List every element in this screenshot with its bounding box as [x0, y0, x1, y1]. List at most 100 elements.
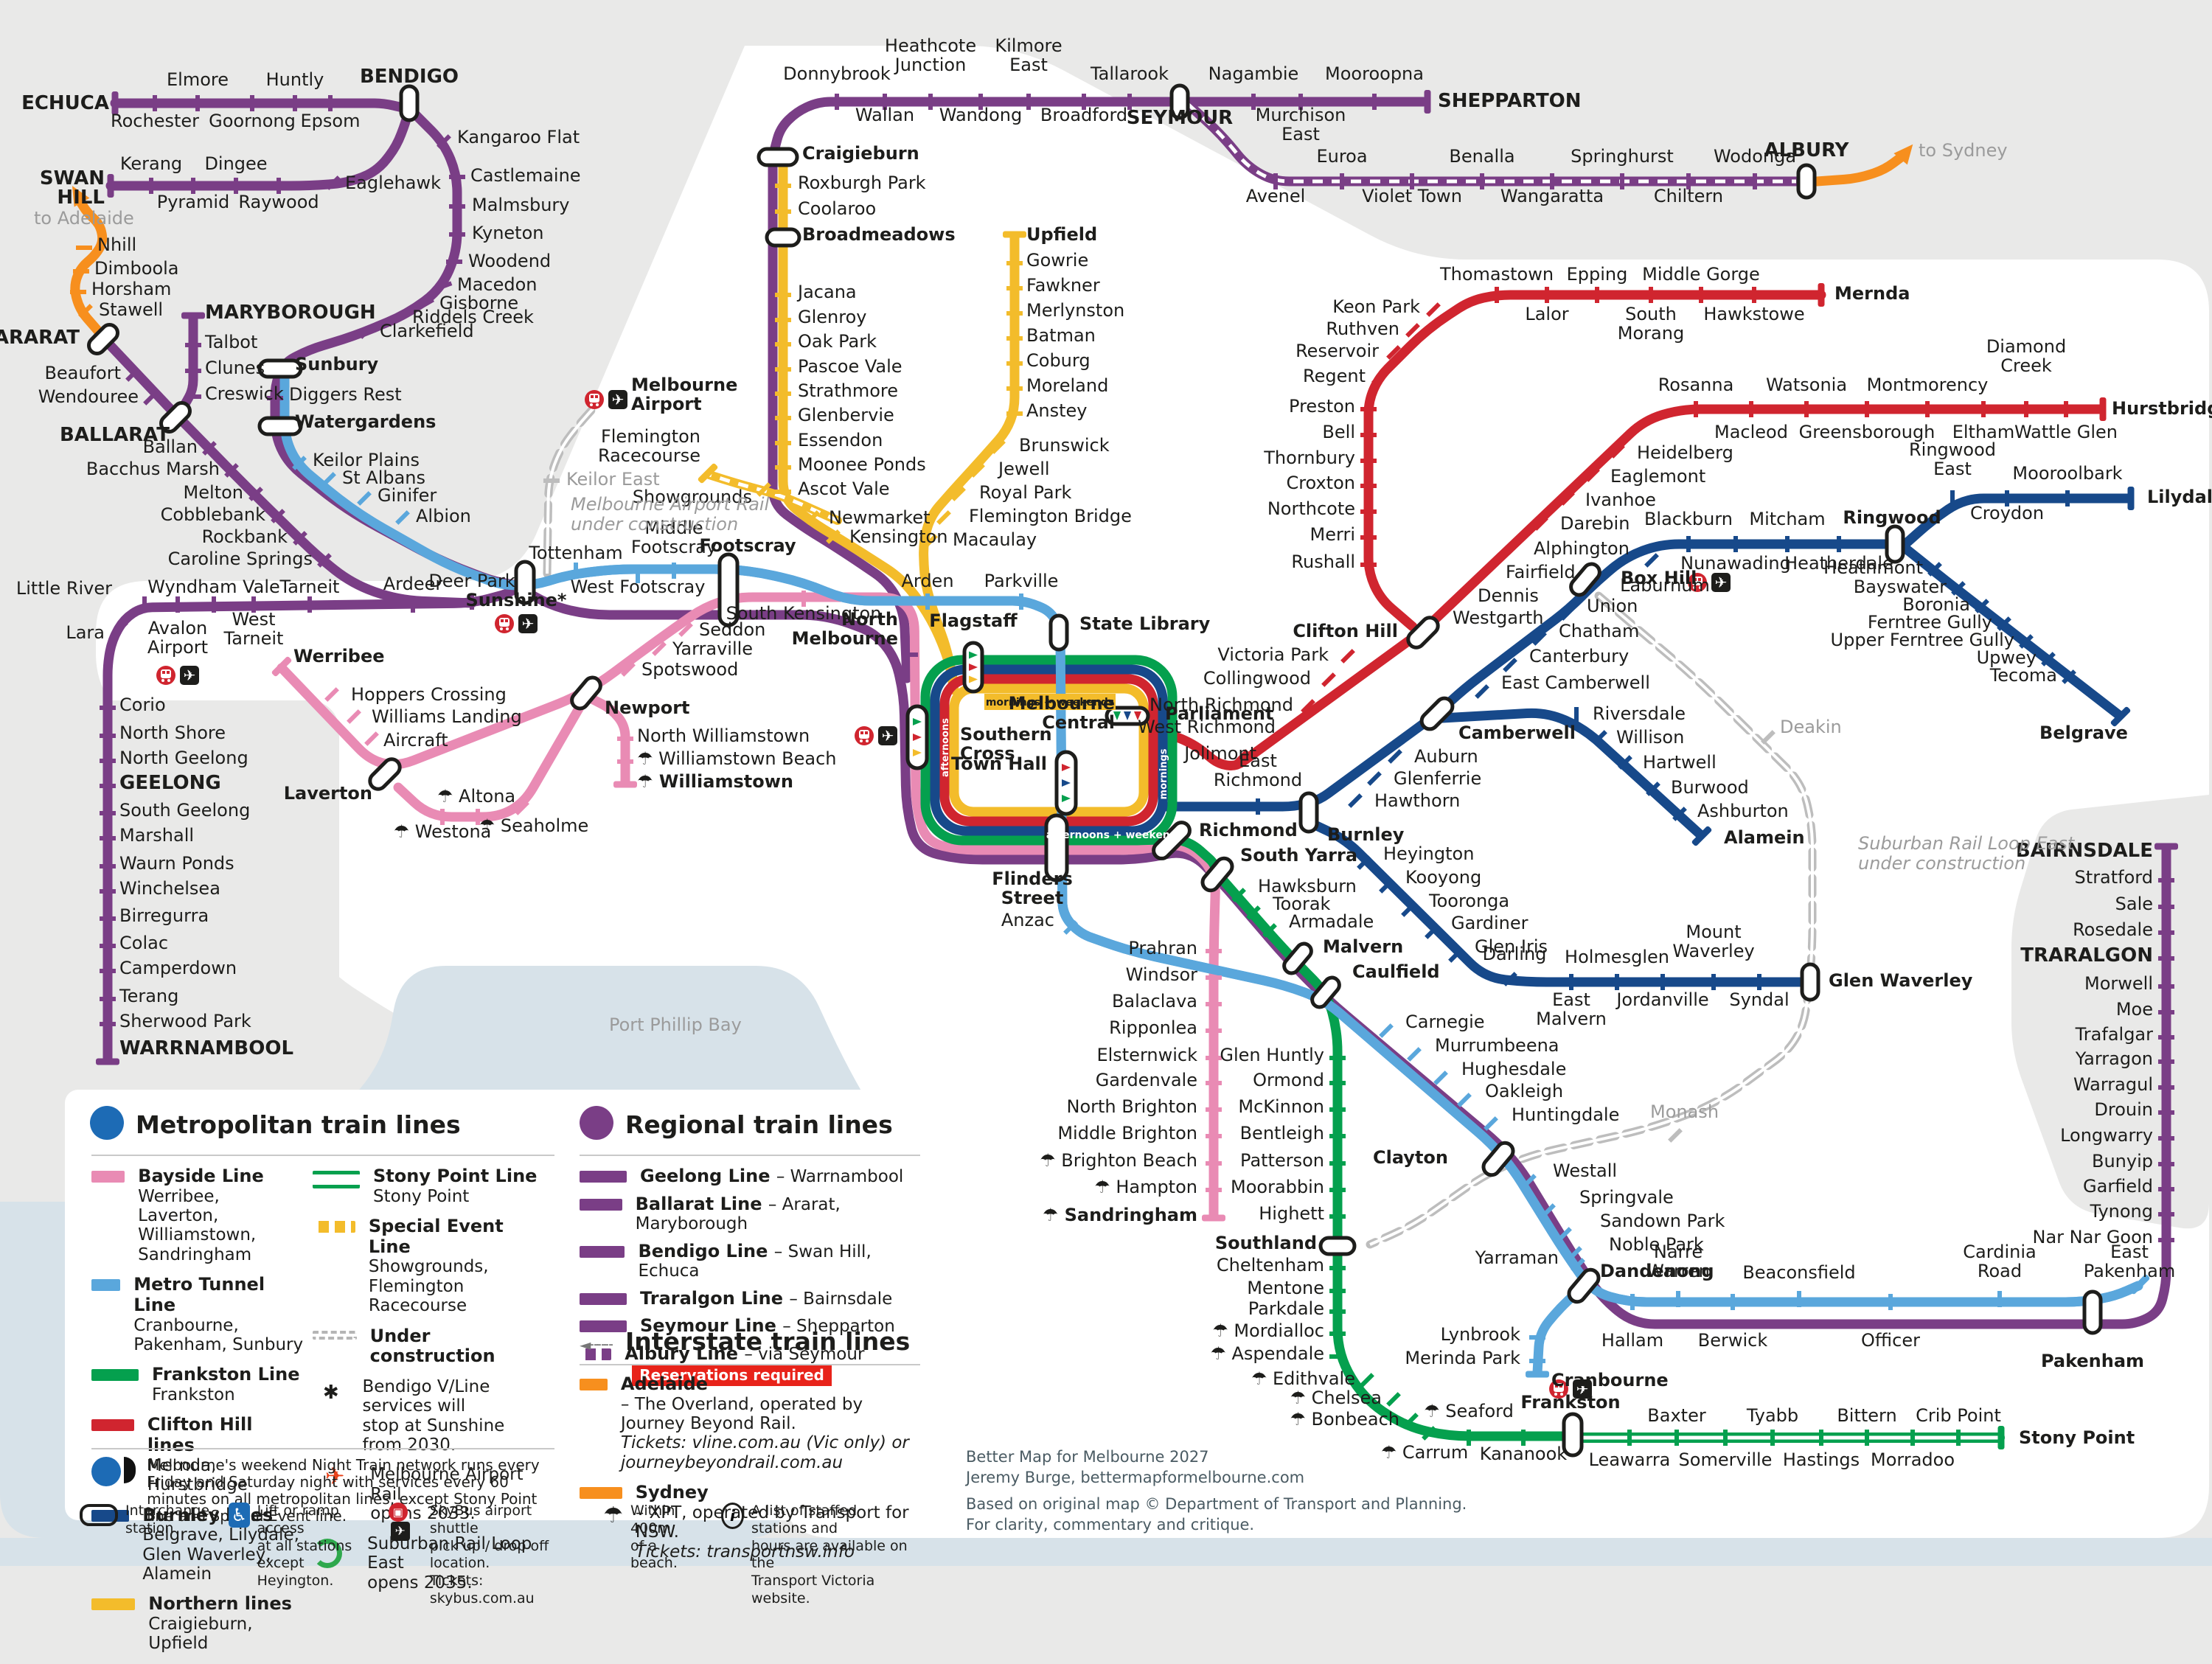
station-mitcham[interactable]: Mitcham: [1749, 509, 1825, 529]
station-prahran[interactable]: Prahran: [1128, 938, 1197, 958]
station-alamein[interactable]: Alamein: [1724, 827, 1805, 848]
station-southland[interactable]: Southland: [1215, 1233, 1317, 1253]
station-nhill[interactable]: Nhill: [97, 234, 136, 255]
station-royal-park[interactable]: Royal Park: [979, 482, 1071, 503]
station-lalor[interactable]: Lalor: [1525, 304, 1568, 324]
station-wodonga[interactable]: Wodonga: [1714, 146, 1796, 167]
station-bittern[interactable]: Bittern: [1837, 1405, 1896, 1426]
station-parliament[interactable]: Parliament: [1165, 703, 1273, 724]
station-stawell[interactable]: Stawell: [99, 299, 163, 320]
station-moorabbin[interactable]: Moorabbin: [1231, 1177, 1324, 1197]
station-roxburgh-park[interactable]: Roxburgh Park: [798, 173, 926, 193]
station-ripponlea[interactable]: Ripponlea: [1109, 1017, 1197, 1038]
station-chatham[interactable]: Chatham: [1559, 621, 1639, 641]
station-gardiner[interactable]: Gardiner: [1451, 913, 1528, 933]
station-woodend[interactable]: Woodend: [468, 251, 551, 271]
station-stony-point[interactable]: Stony Point: [2019, 1427, 2135, 1448]
interchange-pill[interactable]: [2082, 1289, 2103, 1335]
station-macleod[interactable]: Macleod: [1714, 422, 1788, 442]
station-wyndham-vale[interactable]: Wyndham Vale: [147, 577, 280, 597]
station-ivanhoe[interactable]: Ivanhoe: [1585, 490, 1656, 510]
interchange-pill[interactable]: [1481, 1140, 1517, 1178]
station-lynbrook[interactable]: Lynbrook: [1441, 1324, 1521, 1345]
station-patterson[interactable]: Patterson: [1240, 1150, 1324, 1171]
station-lara[interactable]: Lara: [66, 622, 105, 643]
station-ballan[interactable]: Ballan: [143, 436, 198, 457]
station-north-geelong[interactable]: North Geelong: [119, 748, 248, 768]
station-kensington[interactable]: Kensington: [849, 526, 947, 547]
station-westgarth[interactable]: Westgarth: [1453, 608, 1543, 628]
station-springvale[interactable]: Springvale: [1579, 1187, 1674, 1208]
station-yarraman[interactable]: Yarraman: [1475, 1247, 1559, 1268]
interchange-pill[interactable]: [1405, 614, 1441, 650]
station-to-adelaide[interactable]: to Adelaide: [34, 208, 134, 229]
station-seddon[interactable]: Seddon: [699, 619, 765, 640]
interchange-pill[interactable]: [1310, 975, 1343, 1010]
station-bell[interactable]: Bell: [1322, 422, 1355, 442]
station-huntly[interactable]: Huntly: [266, 69, 324, 90]
station-merlynston[interactable]: Merlynston: [1026, 300, 1124, 321]
station-parkdale[interactable]: Parkdale: [1248, 1298, 1324, 1319]
station-mentone[interactable]: Mentone: [1247, 1278, 1324, 1298]
interchange-pill[interactable]: [257, 416, 303, 436]
station-moonee-ponds[interactable]: Moonee Ponds: [798, 454, 926, 475]
station-caulfield[interactable]: Caulfield: [1352, 961, 1440, 982]
station-jolimont[interactable]: Jolimont: [1183, 743, 1256, 764]
station-tyabb[interactable]: Tyabb: [1746, 1405, 1798, 1426]
interchange-pill[interactable]: [1419, 695, 1456, 733]
station-syndal[interactable]: Syndal: [1729, 989, 1789, 1010]
station-morradoo[interactable]: Morradoo: [1871, 1449, 1955, 1470]
station-yarragon[interactable]: Yarragon: [2075, 1048, 2153, 1069]
station-keilor-plains[interactable]: Keilor Plains: [313, 450, 420, 470]
station-rosanna[interactable]: Rosanna: [1658, 375, 1734, 395]
station-hawthorn[interactable]: Hawthorn: [1374, 790, 1460, 811]
station-horsham[interactable]: Horsham: [91, 279, 171, 299]
station-tallarook[interactable]: Tallarook: [1090, 63, 1169, 84]
station-hartwell[interactable]: Hartwell: [1643, 752, 1717, 773]
station-highett[interactable]: Highett: [1259, 1203, 1324, 1224]
station-nagambie[interactable]: Nagambie: [1208, 63, 1299, 84]
station-heatherdale[interactable]: Heatherdale: [1784, 553, 1893, 574]
station-spotswood[interactable]: Spotswood: [641, 659, 738, 680]
station-corio[interactable]: Corio: [119, 695, 166, 715]
station-toorak[interactable]: Toorak: [1272, 894, 1331, 914]
station-mooroopna[interactable]: Mooroopna: [1325, 63, 1424, 84]
station-west-footscray[interactable]: West Footscray: [571, 577, 706, 597]
interchange-pill[interactable]: [1796, 163, 1817, 200]
station-glenbervie[interactable]: Glenbervie: [798, 405, 894, 425]
station-glen-huntly[interactable]: Glen Huntly: [1220, 1045, 1324, 1065]
station-footscray[interactable]: Footscray: [699, 535, 796, 556]
station-flagstaff[interactable]: Flagstaff: [929, 610, 1018, 631]
interchange-pill[interactable]: [1885, 524, 1905, 564]
station-hallam[interactable]: Hallam: [1601, 1330, 1663, 1351]
station-hampton[interactable]: ☂ Hampton: [1094, 1177, 1197, 1197]
station-hastings[interactable]: Hastings: [1783, 1449, 1860, 1470]
interchange-pill[interactable]: [1568, 561, 1603, 599]
interchange-pill[interactable]: [86, 321, 121, 357]
station-berwick[interactable]: Berwick: [1698, 1330, 1768, 1351]
station-euroa[interactable]: Euroa: [1316, 146, 1367, 167]
station-kerang[interactable]: Kerang: [120, 153, 182, 174]
station-oakleigh[interactable]: Oakleigh: [1485, 1081, 1563, 1101]
station-flemington-bridge[interactable]: Flemington Bridge: [969, 506, 1132, 526]
station-st-albans[interactable]: St Albans: [342, 467, 425, 488]
station-jewell[interactable]: Jewell: [997, 459, 1050, 479]
station-auburn[interactable]: Auburn: [1414, 746, 1478, 767]
station-wangaratta[interactable]: Wangaratta: [1500, 186, 1604, 206]
station-colac[interactable]: Colac: [119, 933, 168, 953]
station-union[interactable]: Union: [1587, 596, 1638, 616]
station-somerville[interactable]: Somerville: [1679, 1449, 1773, 1470]
station-watsonia[interactable]: Watsonia: [1766, 375, 1847, 395]
station-warragul[interactable]: Warragul: [2073, 1074, 2153, 1095]
station-glenroy[interactable]: Glenroy: [798, 307, 866, 327]
station-goornong[interactable]: Goornong: [209, 111, 296, 131]
station-bonbeach[interactable]: ☂ Bonbeach: [1290, 1409, 1399, 1430]
station-malvern[interactable]: Malvern: [1323, 936, 1403, 957]
interchange-pill[interactable]: [1044, 813, 1069, 883]
station-camberwell[interactable]: Camberwell: [1458, 723, 1576, 743]
